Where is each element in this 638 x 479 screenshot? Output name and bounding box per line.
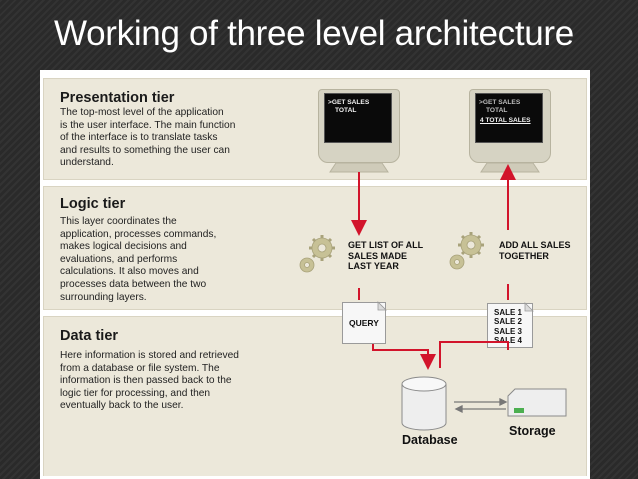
flow-arrows	[359, 172, 508, 368]
gear-icon	[450, 232, 484, 269]
gear-icon	[300, 235, 335, 272]
storage-icon	[508, 389, 566, 416]
monitor-left-stand	[330, 163, 388, 172]
exchange-arrows	[454, 399, 506, 412]
arrow-database-to-sales	[440, 342, 508, 368]
database-icon	[402, 377, 446, 430]
query-document-fold	[378, 302, 386, 310]
arrow-query-to-database	[373, 344, 428, 362]
monitor-right-stand	[481, 163, 539, 172]
sales-document-fold	[525, 303, 533, 311]
